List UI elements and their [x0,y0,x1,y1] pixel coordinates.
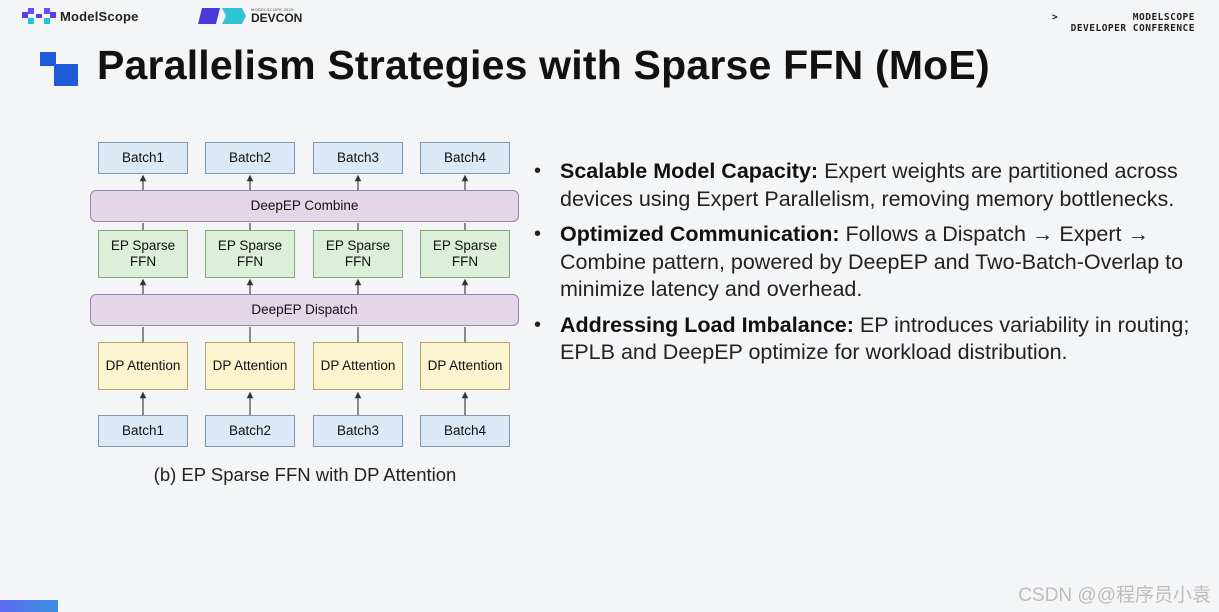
top-batch-2: Batch2 [205,142,295,174]
bullet-heading: Scalable Model Capacity: [560,159,819,183]
deepep-combine-bar: DeepEP Combine [90,190,519,222]
devcon-year-label: MODELSCOPE 2025 [251,7,294,12]
diagram-caption: (b) EP Sparse FFN with DP Attention [153,464,457,485]
conference-line-1: MODELSCOPE [1132,12,1195,23]
ep-label-line2: FFN [344,254,372,269]
bullet-body: Follows a Dispatch → Expert → Combine pa… [560,222,1184,301]
ep-sparse-ffn-4: EP Sparse FFN [420,230,510,278]
ep-label-line1: EP Sparse [110,238,176,253]
ep-label-line2: FFN [129,254,157,269]
bullet-body: Expert weights are partitioned across de… [560,159,1178,211]
devcon-logo-icon [198,8,246,24]
modelscope-logo-text: ModelScope [60,8,139,24]
bottom-batch-1: Batch1 [98,415,188,447]
bullet-dot-icon: • [534,223,542,245]
bullet-body: EP introduces variability in routing; EP… [560,312,1190,365]
conference-tag: MODELSCOPE DEVELOPER CONFERENCE [1071,12,1195,34]
bullet-item: • Scalable Model Capacity: Expert weight… [534,158,1206,213]
top-batch-3: Batch3 [313,142,403,174]
ep-sparse-ffn-1: EP Sparse FFN [98,230,188,278]
modelscope-logo: ModelScope [22,8,139,24]
dp-attention-3: DP Attention [313,342,403,390]
csdn-watermark: CSDN @@程序员小袁 [1018,585,1211,606]
diagram-arrows [139,174,469,415]
modelscope-logo-icon [22,8,56,24]
bullet-dot-icon: • [534,313,542,336]
bullet-heading: Addressing Load Imbalance: [560,312,854,337]
conference-line-2: DEVELOPER CONFERENCE [1070,23,1195,34]
devcon-logo: MODELSCOPE 2025 DEVCON [198,8,302,24]
ep-label-line2: FFN [236,254,264,269]
ep-label-line2: FFN [451,254,479,269]
bullet-dot-icon: • [534,160,542,182]
ep-sparse-ffn-3: EP Sparse FFN [313,230,403,278]
dp-attention-1: DP Attention [98,342,188,390]
deepep-dispatch-bar: DeepEP Dispatch [90,294,519,326]
bottom-batch-2: Batch2 [205,415,295,447]
conf-chevron: > [1052,12,1058,23]
title-bullet-icon [40,52,78,86]
slide-title: Parallelism Strategies with Sparse FFN (… [97,42,990,88]
dp-attention-4: DP Attention [420,342,510,390]
top-batch-1: Batch1 [98,142,188,174]
corner-accent-bar [0,600,58,612]
ep-label-line1: EP Sparse [217,238,283,253]
bullet-list: • Scalable Model Capacity: Expert weight… [534,158,1206,375]
ep-label-line1: EP Sparse [432,238,498,253]
devcon-title: DEVCON [251,11,303,25]
dp-attention-2: DP Attention [205,342,295,390]
bottom-batch-3: Batch3 [313,415,403,447]
bullet-heading: Optimized Communication: [560,222,840,246]
bullet-item: • Optimized Communication: Follows a Dis… [534,221,1206,304]
header-bar: ModelScope MODELSCOPE 2025 DEVCON > MODE… [0,0,1219,36]
top-batch-4: Batch4 [420,142,510,174]
ep-label-line1: EP Sparse [325,238,391,253]
bottom-batch-4: Batch4 [420,415,510,447]
ep-sparse-ffn-2: EP Sparse FFN [205,230,295,278]
bullet-item: • Addressing Load Imbalance: EP introduc… [534,312,1206,367]
